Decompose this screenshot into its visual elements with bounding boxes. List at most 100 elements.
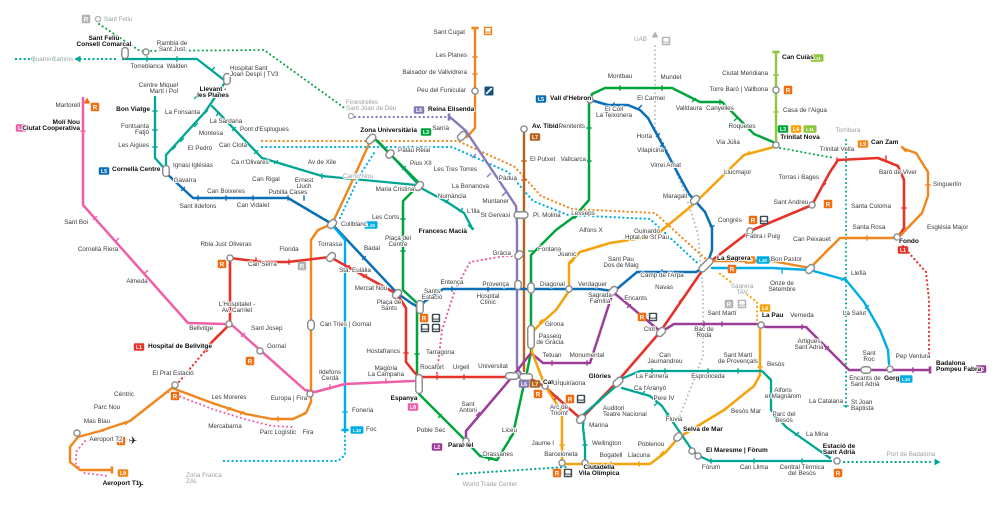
station-tick-fira [300, 411, 306, 417]
station-tick-sant-boi [92, 215, 98, 221]
station-marker [73, 429, 81, 437]
station-label-torre-bar-vallbona: Torre Baró | Vallbona [709, 86, 768, 93]
station-label-cornell-riera: Cornellà Riera [78, 246, 119, 253]
station-tick-liceu [508, 433, 514, 439]
station-tick-sta-eul-lia [345, 264, 351, 270]
station-tick-ca-l-arany [640, 390, 646, 396]
station-label-l-hospitalet-av-carrilet: L'Hospitalet -Av. Carrilet [219, 301, 256, 314]
station-label-sarri: Sarrià [432, 125, 449, 132]
station-label-vilapicina: Vilapicina [637, 147, 664, 154]
train-icon-window [761, 217, 767, 221]
station-label-ca-l-arany: Ca l'Aranyó [634, 385, 667, 392]
station-tick-badal [361, 255, 367, 261]
station-label-liceu: Liceu [502, 427, 518, 434]
line-l9-nord [710, 147, 930, 270]
station-tick-ignasi-igl-sias [171, 145, 177, 151]
badge-l2-box [431, 443, 443, 451]
station-label-pubilla-cases: Pubilla Cases [269, 189, 308, 196]
station-label-barceloneta: Barceloneta [544, 451, 578, 458]
station-interchange-marker [416, 299, 424, 315]
line-l8-ext-dash [435, 254, 518, 375]
station-label-trinitat-nova: Trinitat Nova [780, 134, 820, 141]
station-tick-encants [626, 303, 632, 309]
station-interchange-marker [514, 279, 522, 291]
station-label-les-planes: Les Planes [436, 52, 467, 59]
station-label-palau-reial: Palau Reial [398, 147, 430, 154]
station-label-muntaner: Muntaner [482, 198, 509, 205]
station-label-bes-s-mar: Besòs Mar [731, 408, 761, 415]
station-label-trinitat-vella: Trinitat Vella [820, 146, 855, 153]
station-label-peu-del-funicular: Peu del Funicular [417, 87, 466, 94]
terminal-bar [900, 145, 908, 153]
station-label-casa-de-l-aigua: Casa de l'Aigua [783, 107, 827, 114]
station-tick-horta [655, 132, 661, 138]
station-tick-mas-blau [101, 427, 107, 433]
station-label-enten-a: Entença [440, 279, 464, 286]
station-tick-l-illa [458, 207, 464, 213]
station-label-el-carmel: El Carmel [637, 95, 665, 102]
station-label-virrei-amat: Virrei Amat [650, 162, 681, 169]
line-l4 [530, 145, 776, 466]
station-label-bogatell: Bogatell [600, 452, 623, 459]
station-tick-arc-de-triomf [553, 395, 559, 401]
badge-r-box [637, 312, 647, 322]
badge-l7: L7 [532, 382, 538, 388]
station-label-cornell-centre: Cornellà Centre [112, 166, 161, 173]
station-label-la-mina: La Mina [806, 431, 829, 438]
train-icon-window [433, 315, 439, 319]
badge-r-box [81, 14, 91, 24]
station-tick-la-salut [864, 304, 870, 310]
train-icon-window [578, 396, 584, 400]
station-marker [256, 347, 264, 355]
train-icon-window [485, 28, 491, 32]
badge-l10: L10 [759, 258, 767, 263]
station-marker [225, 320, 233, 328]
badge-l10: L10 [353, 428, 361, 433]
station-marker [581, 459, 589, 467]
line-l9-central-dash [260, 139, 708, 261]
station-tick-bes-s-mar [723, 406, 729, 412]
badge-l9: L9 [860, 142, 866, 148]
station-label-tarragona: Tarragona [426, 349, 455, 356]
station-label-bes-s: Besòs [767, 361, 785, 368]
station-tick-pere-iv [653, 401, 659, 407]
station-label-uab: UAB [634, 36, 647, 43]
station-tick-bellvitge [214, 333, 220, 339]
station-label-sant-andreu: Sant Andreu [774, 199, 809, 206]
station-label-bon-pastor: Bon Pastor [771, 256, 802, 263]
badge-l7: L7 [532, 135, 538, 141]
station-label-alfons-x: Alfons X [579, 227, 603, 234]
badge-l3-box [420, 128, 432, 136]
station-marker [893, 233, 901, 241]
station-label-ignasi-igl-sias: Ignasi Iglésias [173, 162, 213, 169]
station-label-av-tibidabo: Av. Tibidabo [532, 123, 570, 130]
station-marker [541, 382, 549, 390]
badge-r-box [823, 199, 833, 209]
station-tick-sant-antoni [475, 411, 481, 417]
station-label-pl-molina: Pl. Molina [533, 212, 561, 219]
station-label-hostafrancs: Hostafrancs [366, 348, 400, 355]
badge-l4-box [790, 125, 802, 133]
station-label-almeda: Almeda [126, 278, 148, 285]
badge-l3: L3 [423, 130, 429, 136]
station-label-les-corts: Les Corts [372, 214, 399, 221]
station-label-gornal: Gornal [267, 343, 286, 350]
station-label-verneda: Verneda [790, 312, 814, 319]
badge-r: R [751, 217, 756, 224]
line-l9-sud [68, 142, 371, 472]
badge-r: R [119, 438, 124, 445]
station-tick-mercat-nou [362, 273, 368, 279]
station-label-llucmajor: Llucmajor [724, 169, 751, 176]
badge-r: R [422, 315, 427, 322]
station-label-gavarra: Gavarra [174, 177, 197, 184]
line-l1-ext-west [176, 350, 206, 385]
